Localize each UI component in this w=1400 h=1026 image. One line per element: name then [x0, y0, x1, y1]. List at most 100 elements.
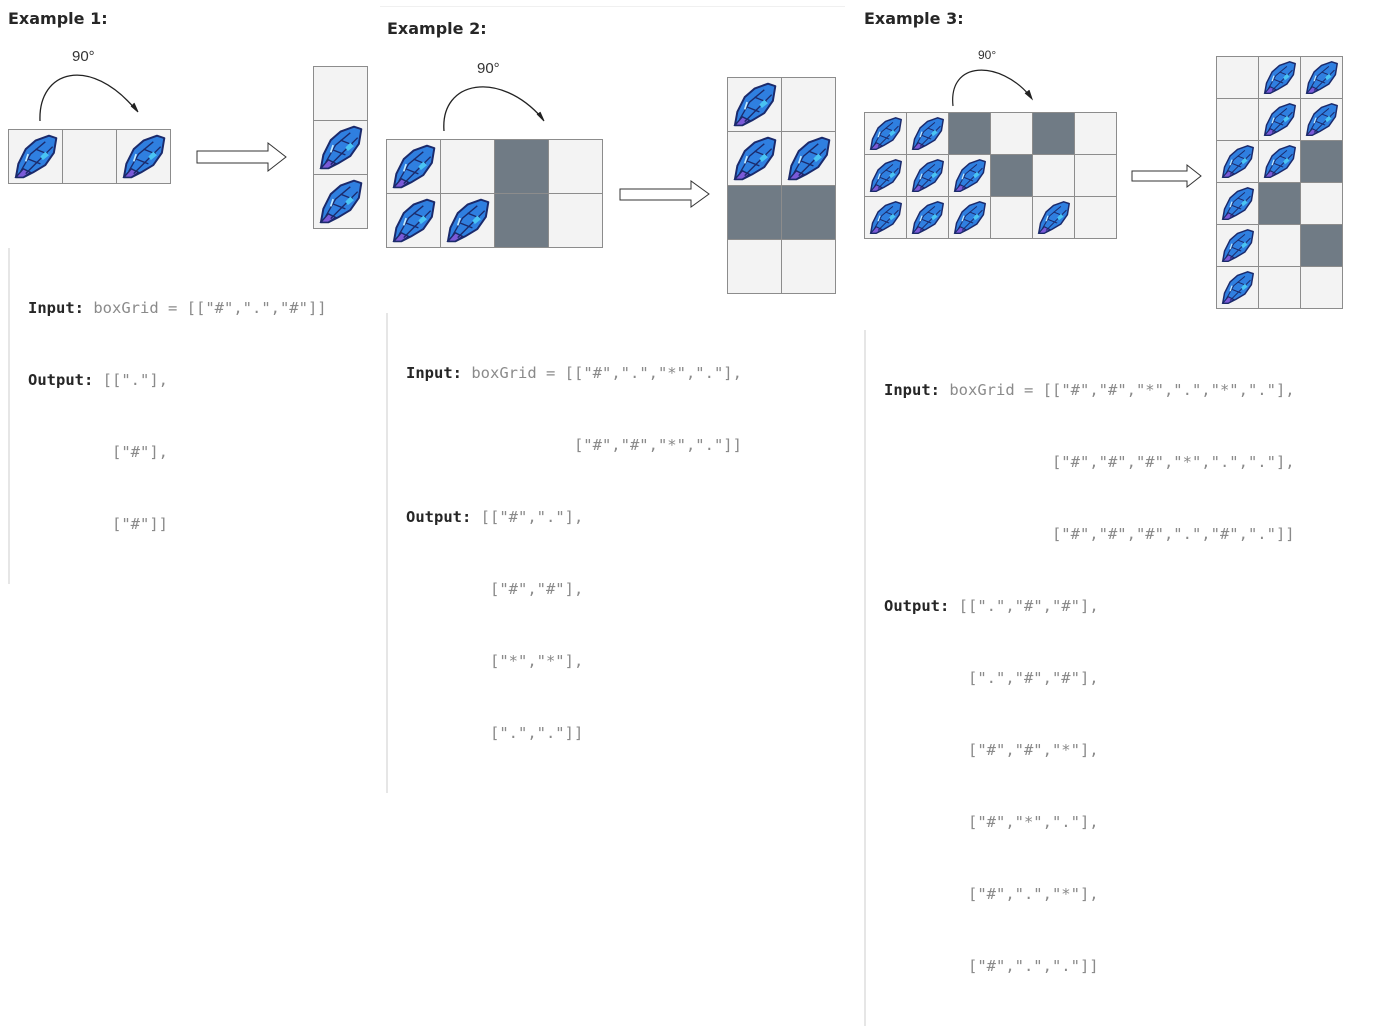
stone-cell: [865, 155, 906, 196]
input-label: Input:: [406, 364, 462, 382]
stone-cell: [907, 113, 948, 154]
output-value: ["#","#"],: [480, 580, 584, 598]
empty-cell: [63, 130, 116, 183]
input-value: boxGrid = [["#",".","#"]]: [93, 299, 327, 317]
obstacle-cell: [1033, 113, 1074, 154]
stone-cell: [728, 78, 781, 131]
transform-arrow-icon: [619, 180, 710, 208]
output-value: [".","."]]: [480, 724, 584, 742]
obstacle-cell: [1301, 141, 1342, 182]
empty-cell: [1301, 183, 1342, 224]
stone-cell: [387, 194, 440, 247]
empty-cell: [314, 67, 367, 120]
stone-cell: [865, 197, 906, 238]
rotation-label: 90°: [72, 48, 95, 65]
stone-cell: [949, 197, 990, 238]
obstacle-cell: [1301, 225, 1342, 266]
output-value: ["#","*","."],: [958, 813, 1099, 831]
obstacle-cell: [1259, 183, 1300, 224]
obstacle-cell: [991, 155, 1032, 196]
stone-cell: [441, 194, 494, 247]
input-grid: [8, 129, 171, 184]
stone-cell: [907, 197, 948, 238]
output-label: Output:: [406, 508, 472, 526]
empty-cell: [1217, 99, 1258, 140]
output-value: ["#","#","*"],: [958, 741, 1099, 759]
stone-cell: [728, 132, 781, 185]
rotation-label: 90°: [477, 60, 500, 77]
empty-cell: [1075, 113, 1116, 154]
transform-arrow-icon: [196, 141, 287, 173]
empty-cell: [1033, 155, 1074, 196]
input-value: boxGrid = [["#",".","*","."],: [471, 364, 742, 382]
rotation-label: 90°: [978, 48, 997, 62]
empty-cell: [1259, 267, 1300, 308]
code-block: Input: boxGrid = [["#",".","*","."], ["#…: [386, 313, 742, 793]
stone-cell: [1259, 141, 1300, 182]
stone-cell: [782, 132, 835, 185]
output-label: Output:: [28, 371, 94, 389]
obstacle-cell: [949, 113, 990, 154]
divider: [380, 6, 845, 7]
stone-cell: [1217, 267, 1258, 308]
empty-cell: [1075, 155, 1116, 196]
empty-cell: [1075, 197, 1116, 238]
input-label: Input:: [28, 299, 84, 317]
stone-cell: [1033, 197, 1074, 238]
output-value: ["#"],: [102, 443, 168, 461]
empty-cell: [549, 194, 602, 247]
obstacle-cell: [782, 186, 835, 239]
input-value: ["#","#","*","."]]: [471, 436, 742, 454]
output-value: [".","#","#"],: [958, 669, 1099, 687]
stone-cell: [1259, 99, 1300, 140]
output-value: ["#",".","."]]: [958, 957, 1099, 975]
empty-cell: [549, 140, 602, 193]
empty-cell: [782, 240, 835, 293]
obstacle-cell: [495, 140, 548, 193]
empty-cell: [1217, 57, 1258, 98]
output-value: [[".","#","#"],: [958, 597, 1099, 615]
stone-cell: [907, 155, 948, 196]
output-value: ["#",".","*"],: [958, 885, 1099, 903]
code-block: Input: boxGrid = [["#",".","#"]] Output:…: [8, 248, 327, 584]
stone-cell: [387, 140, 440, 193]
input-value: boxGrid = [["#","#","*",".","*","."],: [949, 381, 1295, 399]
output-label: Output:: [884, 597, 950, 615]
example-title: Example 3:: [864, 9, 964, 28]
output-value: ["#"]]: [102, 515, 168, 533]
empty-cell: [441, 140, 494, 193]
example-title: Example 2:: [387, 19, 487, 38]
input-value: ["#","#","#",".","#","."]]: [949, 525, 1295, 543]
output-grid: [1216, 56, 1343, 309]
stone-cell: [117, 130, 170, 183]
stone-cell: [949, 155, 990, 196]
example-title: Example 1:: [8, 9, 108, 28]
stone-cell: [1259, 57, 1300, 98]
output-value: [["."],: [102, 371, 168, 389]
output-value: [["#","."],: [480, 508, 584, 526]
stone-cell: [865, 113, 906, 154]
empty-cell: [728, 240, 781, 293]
stone-cell: [1301, 57, 1342, 98]
stone-cell: [1217, 141, 1258, 182]
stone-cell: [1217, 225, 1258, 266]
empty-cell: [782, 78, 835, 131]
rotation-arrow-icon: [39, 74, 139, 122]
input-label: Input:: [884, 381, 940, 399]
obstacle-cell: [495, 194, 548, 247]
stone-cell: [9, 130, 62, 183]
empty-cell: [1301, 267, 1342, 308]
stone-cell: [1217, 183, 1258, 224]
output-grid: [313, 66, 368, 229]
empty-cell: [991, 197, 1032, 238]
empty-cell: [991, 113, 1032, 154]
stone-cell: [1301, 99, 1342, 140]
rotation-arrow-icon: [952, 69, 1034, 107]
input-grid: [386, 139, 603, 248]
output-grid: [727, 77, 836, 294]
empty-cell: [1259, 225, 1300, 266]
input-value: ["#","#","#","*",".","."],: [949, 453, 1295, 471]
output-value: ["*","*"],: [480, 652, 584, 670]
transform-arrow-icon: [1131, 163, 1202, 189]
stone-cell: [314, 175, 367, 228]
